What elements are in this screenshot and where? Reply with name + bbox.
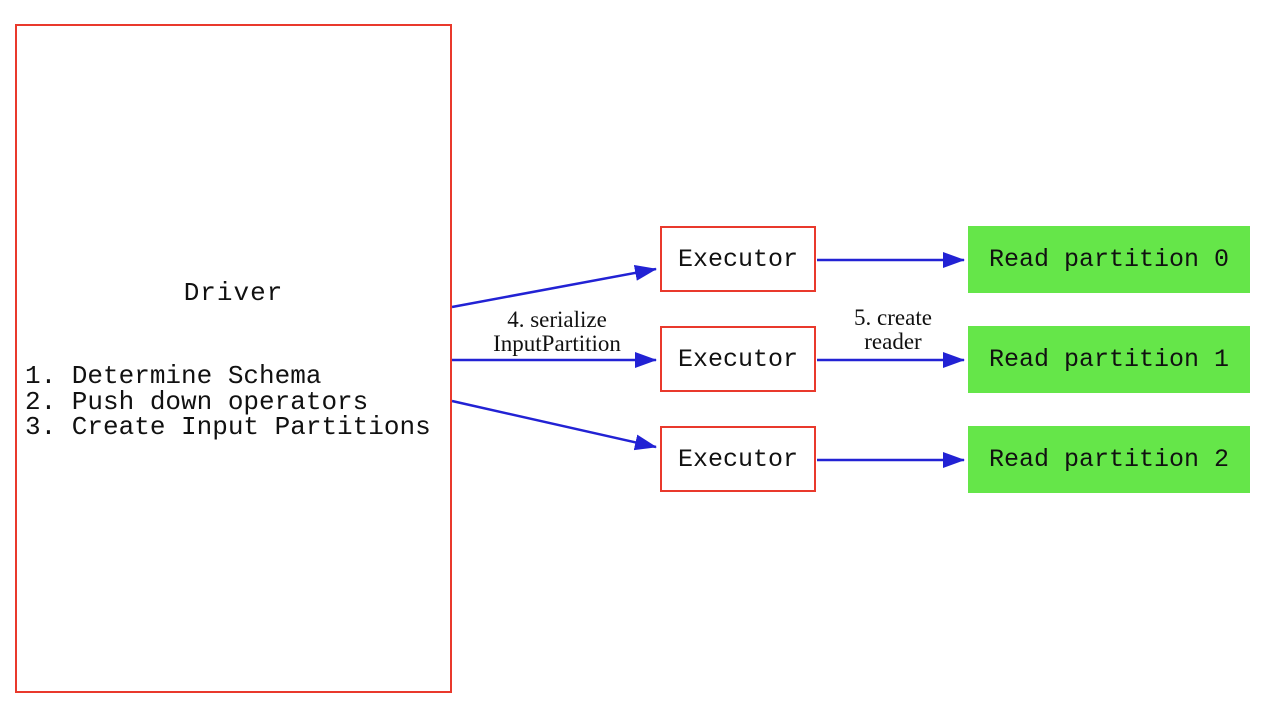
arrow-driver-to-executor-0 xyxy=(451,264,657,309)
executor-box-0: Executor xyxy=(660,226,816,292)
read-partition-box-1: Read partition 1 xyxy=(968,326,1250,393)
driver-step-2: 2. Push down operators xyxy=(25,386,369,417)
driver-steps: 1. Determine Schema 2. Push down operato… xyxy=(25,361,431,442)
driver-box: Driver 1. Determine Schema 2. Push down … xyxy=(15,24,452,693)
driver-step-3: 3. Create Input Partitions xyxy=(25,412,431,442)
edge-label-serialize-line-1: 4. serialize xyxy=(507,307,607,332)
executor-label-2: Executor xyxy=(677,444,799,474)
edge-label-reader-line-2: reader xyxy=(864,328,922,354)
read-partition-label-1: Read partition 1 xyxy=(988,345,1230,374)
executor-label-1: Executor xyxy=(677,344,799,374)
driver-title: Driver xyxy=(183,278,284,308)
driver-step-1: 1. Determine Schema xyxy=(25,361,322,391)
read-partition-label-2: Read partition 2 xyxy=(988,445,1230,474)
executor-box-2: Executor xyxy=(660,426,816,492)
executor-box-1: Executor xyxy=(660,326,816,392)
read-partition-box-2: Read partition 2 xyxy=(968,426,1250,493)
edge-label-reader-line-1: 5. create xyxy=(854,305,932,330)
edge-label-create-reader: 5. create reader xyxy=(813,306,973,353)
edge-label-serialize-input-partition: 4. serialize InputPartition xyxy=(457,308,657,355)
executor-label-0: Executor xyxy=(677,244,799,274)
read-partition-label-0: Read partition 0 xyxy=(988,245,1230,274)
arrow-driver-to-executor-2 xyxy=(451,399,657,451)
read-partition-box-0: Read partition 0 xyxy=(968,226,1250,293)
edge-label-serialize-line-2: InputPartition xyxy=(493,330,621,356)
